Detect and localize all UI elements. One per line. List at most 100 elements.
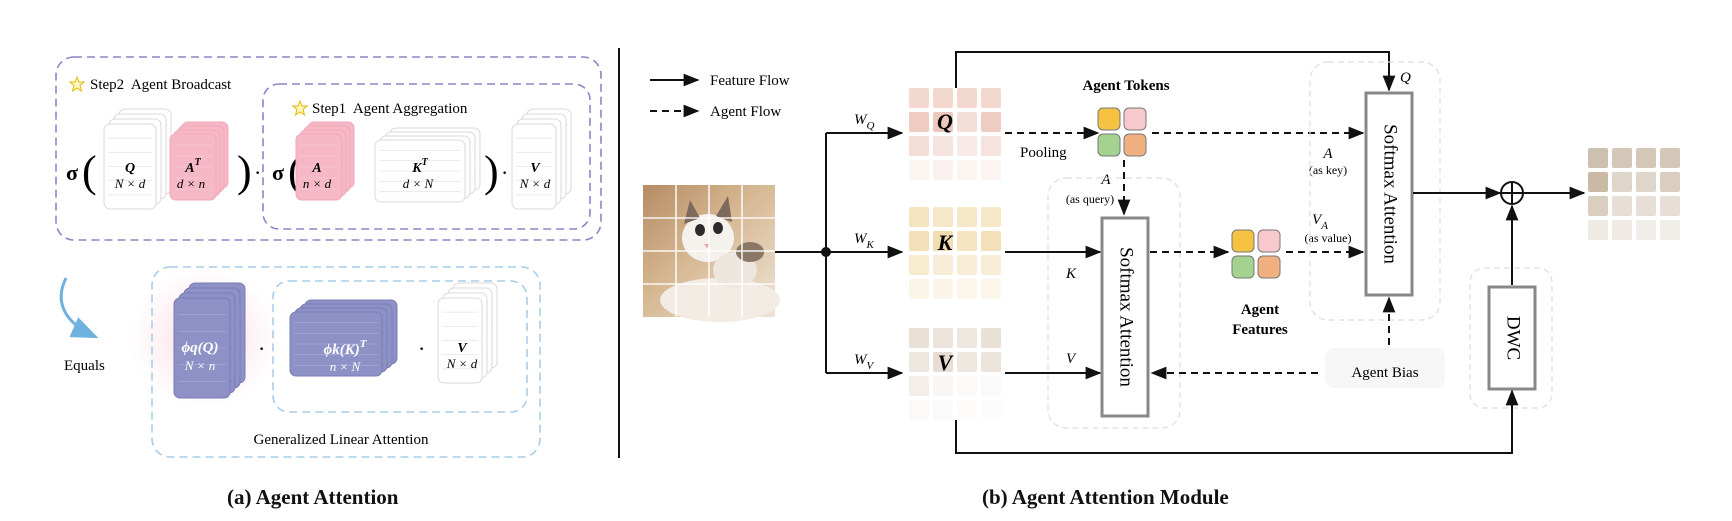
softmax2-dashed-box [1309,61,1441,321]
v-matrix-label: V [530,161,541,176]
output-tile [1588,196,1608,216]
feature-token [1231,229,1255,253]
agent-tokens-label: Agent Tokens [1082,78,1169,94]
kt-matrix-dim: d × N [403,176,435,191]
output-tile [1612,172,1632,192]
pooling-label: Pooling [1020,145,1067,161]
output-tile [1660,220,1680,240]
at-card-stack [169,121,229,201]
a-matrix-dim: n × d [303,176,332,191]
output-tile [1636,220,1656,240]
q-grid-label: Q [937,109,953,134]
legend-agent-label: Agent Flow [710,104,781,120]
sigma-symbol: σ [272,160,284,185]
k-tile [957,279,977,299]
k-tile-grid [909,207,1001,299]
q-tile [933,136,953,156]
q-tile [981,136,1001,156]
at-matrix-label: AT [184,157,201,176]
softmax1-label: Softmax Attention [1116,247,1137,387]
k-tile [981,231,1001,251]
q-card-stack [103,108,172,210]
v-tile [933,400,953,420]
v-card-stack [511,108,572,210]
q-tile [957,160,977,180]
q-tile [957,88,977,108]
q-tile [909,160,929,180]
a-key-note: (as key) [1309,163,1347,177]
v-tile [933,352,953,372]
va-note: (as value) [1305,231,1352,245]
output-tile [1588,148,1608,168]
kt-card-stack [374,127,481,203]
q-tile [909,136,929,156]
k-tile [909,255,929,275]
gla-label: Generalized Linear Attention [254,432,429,448]
dwc-box [1487,285,1537,391]
v-tile [933,328,953,348]
a-query-label: A [1100,172,1111,188]
output-tile [1612,196,1632,216]
output-tile [1588,220,1608,240]
agent-token [1097,107,1121,131]
equals-label: Equals [64,358,105,374]
kt-matrix-label: KT [411,157,428,176]
v2-card-stack [437,282,498,384]
a-query-note: (as query) [1066,192,1114,206]
output-tile-grid [1588,148,1680,240]
q-tile [957,136,977,156]
curved-arrow-icon [59,277,99,339]
feature-token [1257,229,1281,253]
gla-dashed-box [151,266,541,458]
star-icon [291,99,309,117]
k-tile [909,231,929,251]
k-tile [957,255,977,275]
dot-operator: · [254,160,261,185]
caption-left: (a) Agent Attention [227,485,399,509]
agent-tokens-icon [1097,107,1147,157]
softmax1-box [1100,216,1150,418]
k-tile [909,207,929,227]
agent-attention-module-panel: Feature Flow Agent Flow [643,51,1680,454]
q-tile [909,88,929,108]
dwc-dashed-box [1469,267,1553,409]
q-tile [981,112,1001,132]
k-tile [957,207,977,227]
q-matrix-label: Q [125,161,135,176]
v2-matrix-dim: N × d [446,356,478,371]
phiq-dim: N × n [184,358,215,373]
dot-operator: · [501,160,508,185]
phik-label: ϕk(K)T [324,338,368,358]
output-tile [1660,172,1680,192]
q-tile [909,112,929,132]
output-tile [1588,172,1608,192]
at-matrix-dim: d × n [177,176,205,191]
k-tile [981,255,1001,275]
star-icon [68,75,86,93]
output-tile [1636,172,1656,192]
output-tile [1612,220,1632,240]
right-paren: ) [237,147,252,196]
q-tile-grid [909,88,1001,180]
feature-token [1257,255,1281,279]
k-tile [933,207,953,227]
softmax1-dashed-box [1047,177,1181,429]
q-tile [981,88,1001,108]
q-tile [933,88,953,108]
v-tile [957,400,977,420]
plus-circle-icon [1500,181,1524,205]
agent-features-icon [1231,229,1281,279]
q-tile [933,160,953,180]
output-tile [1636,148,1656,168]
cat-image [643,185,780,322]
step2-dashed-box [55,56,602,241]
q-matrix-dim: N × d [114,176,146,191]
wk-label: WK [854,231,875,251]
k-tile [909,279,929,299]
v-tile [981,328,1001,348]
agent-token [1097,133,1121,157]
output-tile [1636,196,1656,216]
wq-label: WQ [854,112,875,132]
q-tile [981,160,1001,180]
